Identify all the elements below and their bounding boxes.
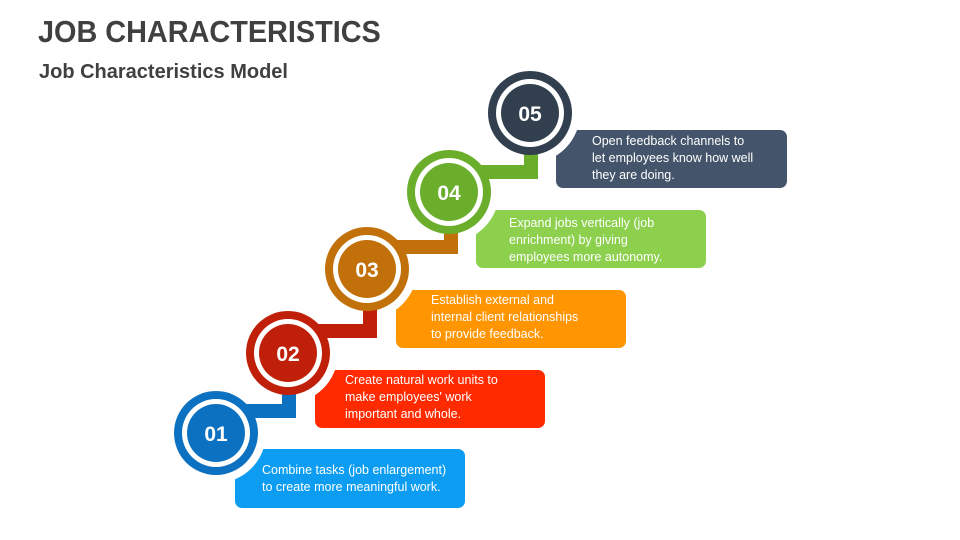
step-number-03: 03	[355, 259, 378, 282]
step-02-line-2: make employees' work	[345, 390, 472, 404]
step-01-line-1: Combine tasks (job enlargement)	[262, 463, 447, 477]
step-text-05: Open feedback channels to let employees …	[592, 133, 802, 184]
step-box-04	[476, 210, 706, 268]
step-circle-04	[407, 150, 491, 234]
step-box-01	[235, 449, 465, 508]
step-circle-01	[174, 391, 258, 475]
step-text-01: Combine tasks (job enlargement) to creat…	[262, 462, 472, 496]
step-02-line-3: important and whole.	[345, 407, 462, 421]
step-05-line-1: Open feedback channels to	[592, 134, 745, 148]
step-05-line-2: let employees know how well	[592, 151, 754, 165]
step-box-03	[396, 290, 626, 348]
step-number-02: 02	[276, 343, 299, 366]
step-circle-03	[325, 227, 409, 311]
page-subtitle: Job Characteristics Model	[39, 61, 288, 83]
step-circle-05	[488, 71, 572, 155]
step-number-05: 05	[518, 103, 542, 126]
step-text-02: Create natural work units to make employ…	[345, 372, 555, 423]
step-circle-02	[246, 311, 330, 395]
step-text-03: Establish external and internal client r…	[431, 292, 641, 343]
step-number-04: 04	[437, 182, 461, 205]
step-number-01: 01	[204, 423, 228, 446]
step-box-02	[315, 370, 545, 428]
step-03-line-1: Establish external and	[431, 293, 554, 307]
step-05-line-3: they are doing.	[592, 168, 675, 182]
text-boxes	[235, 130, 787, 508]
step-03-line-2: internal client relationships	[431, 310, 579, 324]
step-box-05	[556, 130, 787, 188]
step-04-line-1: Expand jobs vertically (job	[509, 216, 655, 230]
step-01-line-2: to create more meaningful work.	[262, 480, 441, 494]
step-02-line-1: Create natural work units to	[345, 373, 498, 387]
page-title: JOB CHARACTERISTICS	[38, 14, 381, 49]
step-text-04: Expand jobs vertically (job enrichment) …	[509, 215, 719, 266]
step-03-line-3: to provide feedback.	[431, 327, 544, 341]
step-04-line-3: employees more autonomy.	[509, 250, 663, 264]
step-04-line-2: enrichment) by giving	[509, 233, 628, 247]
